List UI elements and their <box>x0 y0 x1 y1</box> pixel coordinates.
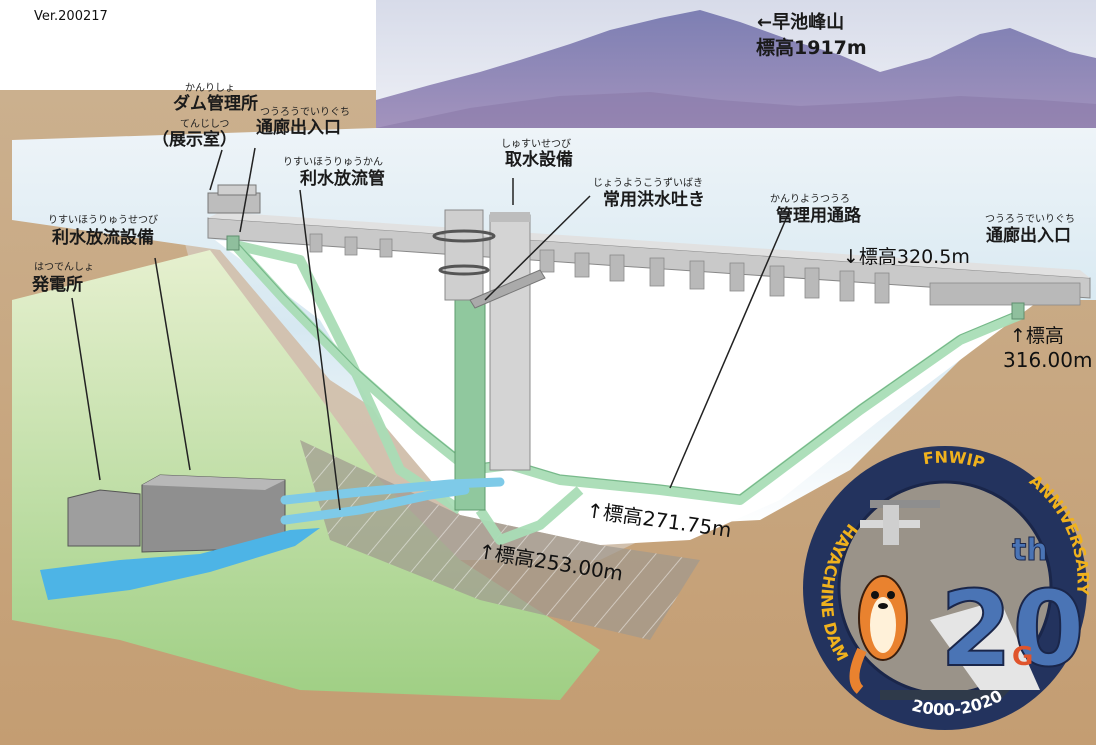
crest-elevation: ↓標高320.5m <box>843 246 970 268</box>
right-entrance-elevation-2: 316.00m <box>1003 348 1093 372</box>
badge-number: 20 <box>940 568 1085 690</box>
power-plant-building <box>67 474 286 553</box>
spillway-ruby: じょうようこうずいばき <box>593 178 703 189</box>
intake-tower <box>489 212 531 471</box>
spillway-shaft <box>432 209 546 511</box>
power-plant-ruby: はつでんしょ <box>34 262 94 273</box>
water-use-pipe-ruby: りすいほうりゅうかん <box>283 157 383 168</box>
river <box>40 528 320 600</box>
gallery-entrance-right-ruby: つうろうでいりぐち <box>985 214 1075 225</box>
water-use-facility-label: 利水放流設備 <box>52 228 154 248</box>
exhibit-label: （展示室） <box>152 130 237 150</box>
badge-suffix: th <box>1012 533 1048 568</box>
anniversary-badge: 20 th G FNWIP HAYACHINE DAM ANNIVERSARY … <box>803 446 1093 730</box>
right-entrance-elevation-1: ↑標高 <box>1010 325 1064 347</box>
mgmt-path-label: 管理用通路 <box>776 206 861 226</box>
intake-ruby: しゅすいせつび <box>501 139 571 150</box>
dam-office-building <box>207 184 261 251</box>
water-use-facility-ruby: りすいほうりゅうせつび <box>48 215 158 226</box>
mountain-elevation: 標高1917m <box>756 37 867 59</box>
version-label: Ver.200217 <box>34 9 108 24</box>
dam-office-ruby: かんりしょ <box>185 83 235 94</box>
intake-label: 取水設備 <box>505 150 573 170</box>
mgmt-path-ruby: かんりようつうろ <box>770 194 850 205</box>
exhibit-ruby: てんじしつ <box>180 119 230 130</box>
gallery-entrance-right-marker <box>1011 302 1025 320</box>
gallery-entrance-left-ruby: つうろうでいりぐち <box>260 107 350 118</box>
badge-g-mark: G <box>1012 642 1033 672</box>
dam-office-label: ダム管理所 <box>173 94 258 114</box>
mountain-photo <box>376 0 1096 128</box>
spillway-label: 常用洪水吐き <box>603 190 705 210</box>
gallery-entrance-right-label: 通廊出入口 <box>986 226 1071 246</box>
gallery-entrance-left-label: 通廊出入口 <box>256 118 341 138</box>
power-plant-label: 発電所 <box>32 275 83 295</box>
mountain-name: ←早池峰山 <box>757 12 845 33</box>
discharge-pipes <box>280 477 505 525</box>
water-use-pipe-label: 利水放流管 <box>300 169 385 189</box>
leader-lines <box>71 147 790 511</box>
